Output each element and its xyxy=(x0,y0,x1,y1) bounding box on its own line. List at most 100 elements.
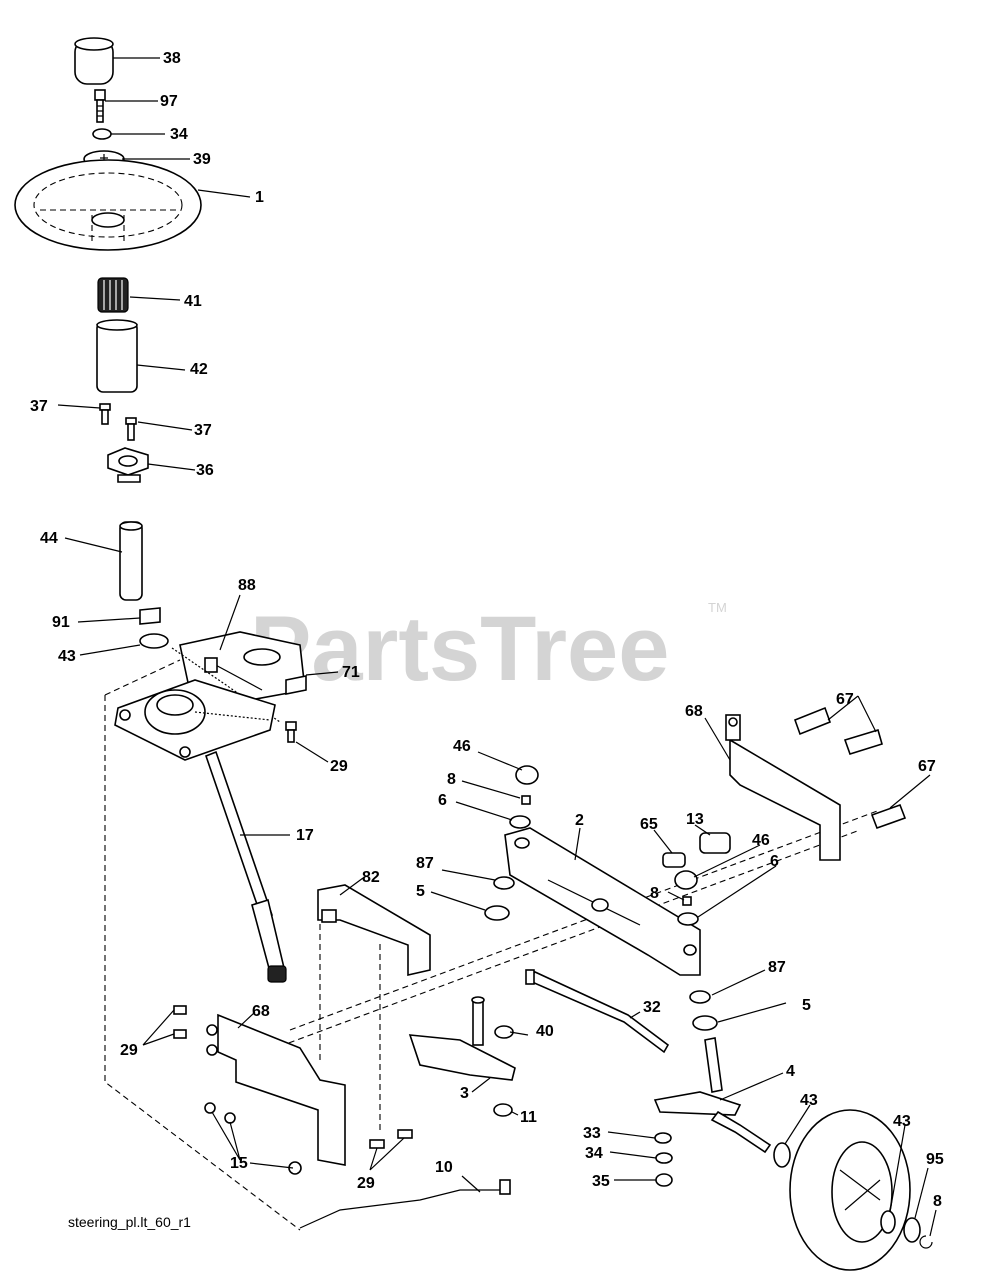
label-87b: 87 xyxy=(768,959,786,976)
label-91: 91 xyxy=(52,614,70,631)
label-39: 39 xyxy=(193,151,211,168)
bolt-part-71 xyxy=(285,675,307,695)
steering-gear-base xyxy=(114,679,276,761)
label-15: 15 xyxy=(230,1155,248,1172)
label-8c: 8 xyxy=(933,1193,942,1210)
shaft-part-44 xyxy=(119,521,143,601)
washer-part-87a xyxy=(493,876,515,890)
label-97: 97 xyxy=(160,93,178,110)
cap-part-46a xyxy=(515,765,539,785)
wheel-part xyxy=(789,1109,911,1271)
label-34b: 34 xyxy=(585,1145,603,1162)
washer-part-34 xyxy=(92,128,112,140)
label-29c: 29 xyxy=(357,1175,375,1192)
screw-part-29c xyxy=(369,1129,413,1149)
knob-part xyxy=(74,37,114,85)
label-67b: 67 xyxy=(918,758,936,775)
label-38: 38 xyxy=(163,50,181,67)
screw-part-37b xyxy=(125,417,137,441)
leader-lines xyxy=(57,57,937,1237)
label-33: 33 xyxy=(583,1125,601,1142)
label-40: 40 xyxy=(536,1023,554,1040)
part-labels: 38 97 34 39 1 41 42 37 37 36 44 88 91 43… xyxy=(30,50,944,1210)
washer-part-87b xyxy=(689,990,711,1004)
bolt-part-67a xyxy=(793,706,883,755)
label-37b: 37 xyxy=(194,422,212,439)
watermark-text: PartsTree xyxy=(250,598,669,700)
label-4: 4 xyxy=(786,1063,795,1080)
pivot-bracket-part-3 xyxy=(408,996,516,1081)
washer-part-5b xyxy=(692,1015,718,1031)
label-43b: 43 xyxy=(800,1092,818,1109)
clip-part-8c xyxy=(919,1235,933,1249)
diagram-caption: steering_pl.lt_60_r1 xyxy=(68,1214,191,1230)
label-87a: 87 xyxy=(416,855,434,872)
front-axle-part-2 xyxy=(504,827,701,976)
frame-outline xyxy=(104,659,881,1231)
washer-part-5a xyxy=(484,905,510,921)
bolt-part-67b xyxy=(870,803,907,830)
label-29b: 29 xyxy=(120,1042,138,1059)
label-29a: 29 xyxy=(330,758,348,775)
bolt-part-97 xyxy=(94,89,106,123)
label-2: 2 xyxy=(575,812,584,829)
label-44: 44 xyxy=(40,530,58,547)
label-88: 88 xyxy=(238,577,256,594)
washer-part-33 xyxy=(654,1132,672,1144)
bushing-part-13 xyxy=(699,832,731,854)
washer-part-6b xyxy=(677,912,699,926)
label-5b: 5 xyxy=(802,997,811,1014)
screw-part-37a xyxy=(99,403,111,425)
washer-part-43c xyxy=(880,1210,896,1234)
washer-part-6a xyxy=(509,815,531,829)
label-8b: 8 xyxy=(650,885,659,902)
watermark-trademark: TM xyxy=(708,600,727,615)
rod-part-10 xyxy=(299,1189,505,1229)
bracket-part-68a xyxy=(725,714,841,861)
label-67a: 67 xyxy=(836,691,854,708)
label-42: 42 xyxy=(190,361,208,378)
spacer-part-65 xyxy=(662,852,686,868)
clip-part-91 xyxy=(139,607,161,625)
bracket-part-82 xyxy=(317,884,431,977)
label-6b: 6 xyxy=(770,853,779,870)
label-43a: 43 xyxy=(58,648,76,665)
label-11: 11 xyxy=(520,1109,537,1126)
label-65: 65 xyxy=(640,816,658,833)
label-32: 32 xyxy=(643,999,661,1016)
label-8a: 8 xyxy=(447,771,456,788)
label-10: 10 xyxy=(435,1159,453,1176)
rod-end-part-10 xyxy=(499,1179,511,1195)
label-36: 36 xyxy=(196,462,214,479)
label-68b: 68 xyxy=(252,1003,270,1020)
label-34a: 34 xyxy=(170,126,188,143)
washer-part-95 xyxy=(903,1217,921,1243)
spindle-part-4 xyxy=(653,1037,772,1154)
bolt-part-8a xyxy=(521,795,531,805)
label-46a: 46 xyxy=(453,738,471,755)
label-17: 17 xyxy=(296,827,314,844)
label-37a: 37 xyxy=(30,398,48,415)
sector-gear-part-88 xyxy=(171,631,306,723)
bushing-part-36 xyxy=(107,447,149,483)
bracket-part-68b xyxy=(204,1013,346,1175)
washer-part-34b xyxy=(655,1152,673,1164)
label-95: 95 xyxy=(926,1151,944,1168)
washer-part-43b xyxy=(773,1142,791,1168)
nut-part-11 xyxy=(493,1103,513,1117)
screw-part-29b xyxy=(173,1005,187,1039)
screw-part-29a xyxy=(285,721,297,743)
label-35: 35 xyxy=(592,1173,610,1190)
label-41: 41 xyxy=(184,293,202,310)
nut-part-35 xyxy=(655,1173,673,1187)
cap-part-46b xyxy=(674,870,698,890)
label-43c: 43 xyxy=(893,1113,911,1130)
label-68a: 68 xyxy=(685,703,703,720)
drag-link-part-17 xyxy=(204,750,287,983)
bolt-part-8b xyxy=(682,896,692,906)
label-71: 71 xyxy=(342,664,360,681)
sleeve-part-42 xyxy=(96,319,138,393)
washer-part-43a xyxy=(139,633,169,649)
steering-wheel-part xyxy=(14,159,202,251)
